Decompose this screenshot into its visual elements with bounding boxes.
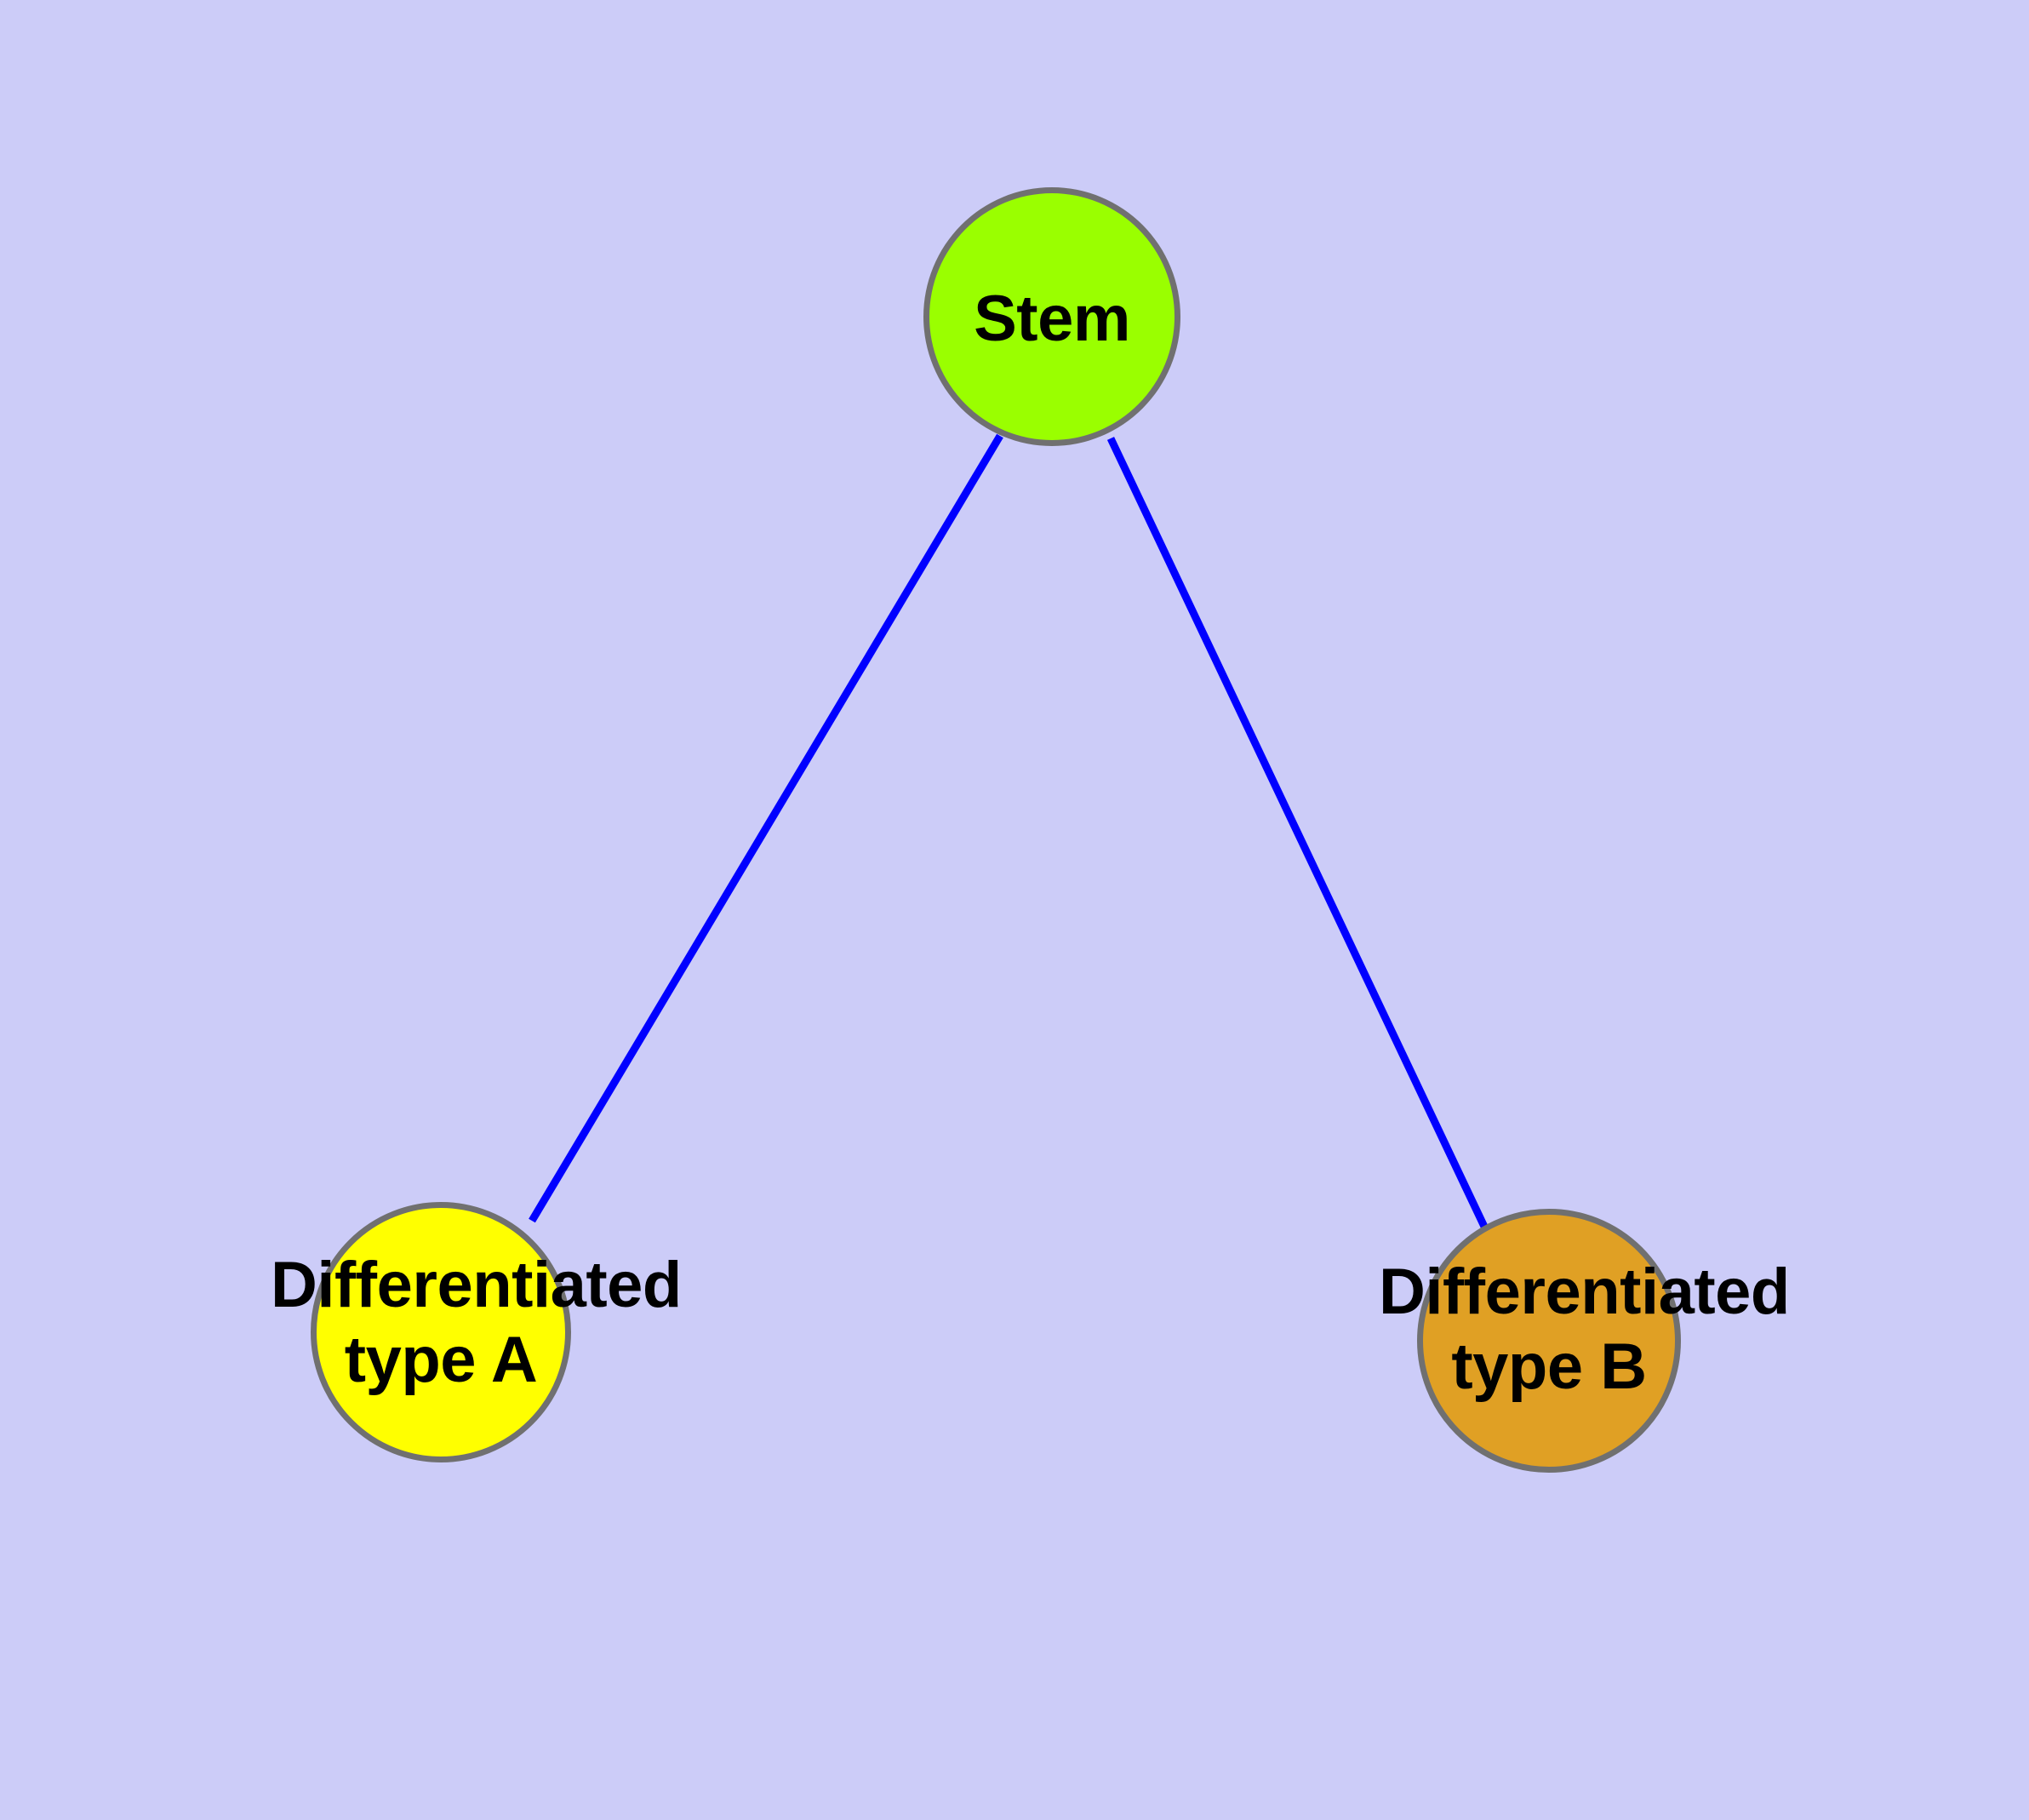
edge-stem-to-differentiated-type-a	[529, 433, 1003, 1223]
node-label-differentiated-type-b: Differentiated type B	[1379, 1256, 1790, 1404]
edge-stem-to-differentiated-type-b	[1106, 437, 1489, 1230]
node-stem[interactable]	[923, 187, 1180, 446]
node-label-stem: Stem	[974, 283, 1130, 355]
node-differentiated-type-b[interactable]	[1417, 1209, 1681, 1473]
node-differentiated-type-a[interactable]	[311, 1202, 571, 1462]
node-label-differentiated-type-a: Differentiated type A	[271, 1249, 682, 1397]
